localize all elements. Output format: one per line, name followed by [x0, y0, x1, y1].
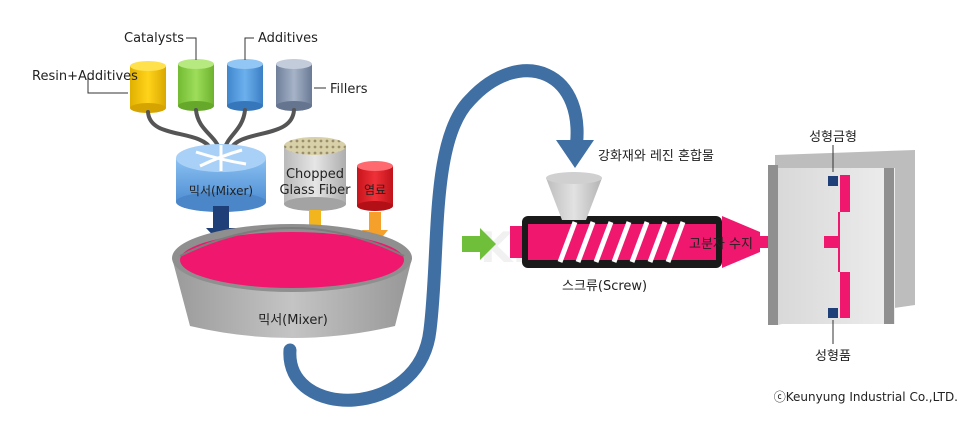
screw-barrel [510, 216, 824, 268]
resin-additives-cylinder [130, 61, 166, 113]
feed-green-arrow [462, 228, 496, 260]
additives-label: Additives [258, 31, 318, 46]
resin-additives-label: Resin+Additives [32, 69, 138, 84]
mixer-disk [176, 144, 266, 212]
material-flow-line [283, 64, 584, 407]
additives-cylinder [227, 59, 263, 111]
mixer-small-label: 믹서(Mixer) [189, 184, 253, 198]
catalysts-cylinder [178, 59, 214, 111]
fillers-label: Fillers [330, 82, 368, 97]
catalysts-label: Catalysts [124, 31, 184, 46]
chopped-label: Chopped [286, 167, 344, 182]
screw-label: 스크류(Screw) [562, 279, 647, 294]
mold [768, 150, 915, 325]
label-leader-lines [87, 37, 326, 94]
hopper [546, 172, 602, 220]
flow-arrowhead [556, 140, 594, 168]
copyright-text: ⓒKeunyung Industrial Co.,LTD. [774, 390, 958, 404]
pigment-label: 염료 [364, 183, 386, 197]
product-label: 성형품 [815, 349, 851, 364]
mixer-bowl-label: 믹서(Mixer) [258, 313, 328, 328]
glass-fiber-label: Glass Fiber [279, 183, 351, 198]
polymer-label: 고분자 수지 [689, 237, 753, 252]
hopper-label: 강화재와 레진 혼합물 [598, 149, 714, 164]
fillers-cylinder [276, 59, 312, 111]
mold-label: 성형금형 [809, 130, 857, 145]
mixer-bowl [172, 224, 412, 338]
glass-fiber-cylinder [284, 137, 346, 211]
pigment-cylinder [357, 161, 393, 211]
